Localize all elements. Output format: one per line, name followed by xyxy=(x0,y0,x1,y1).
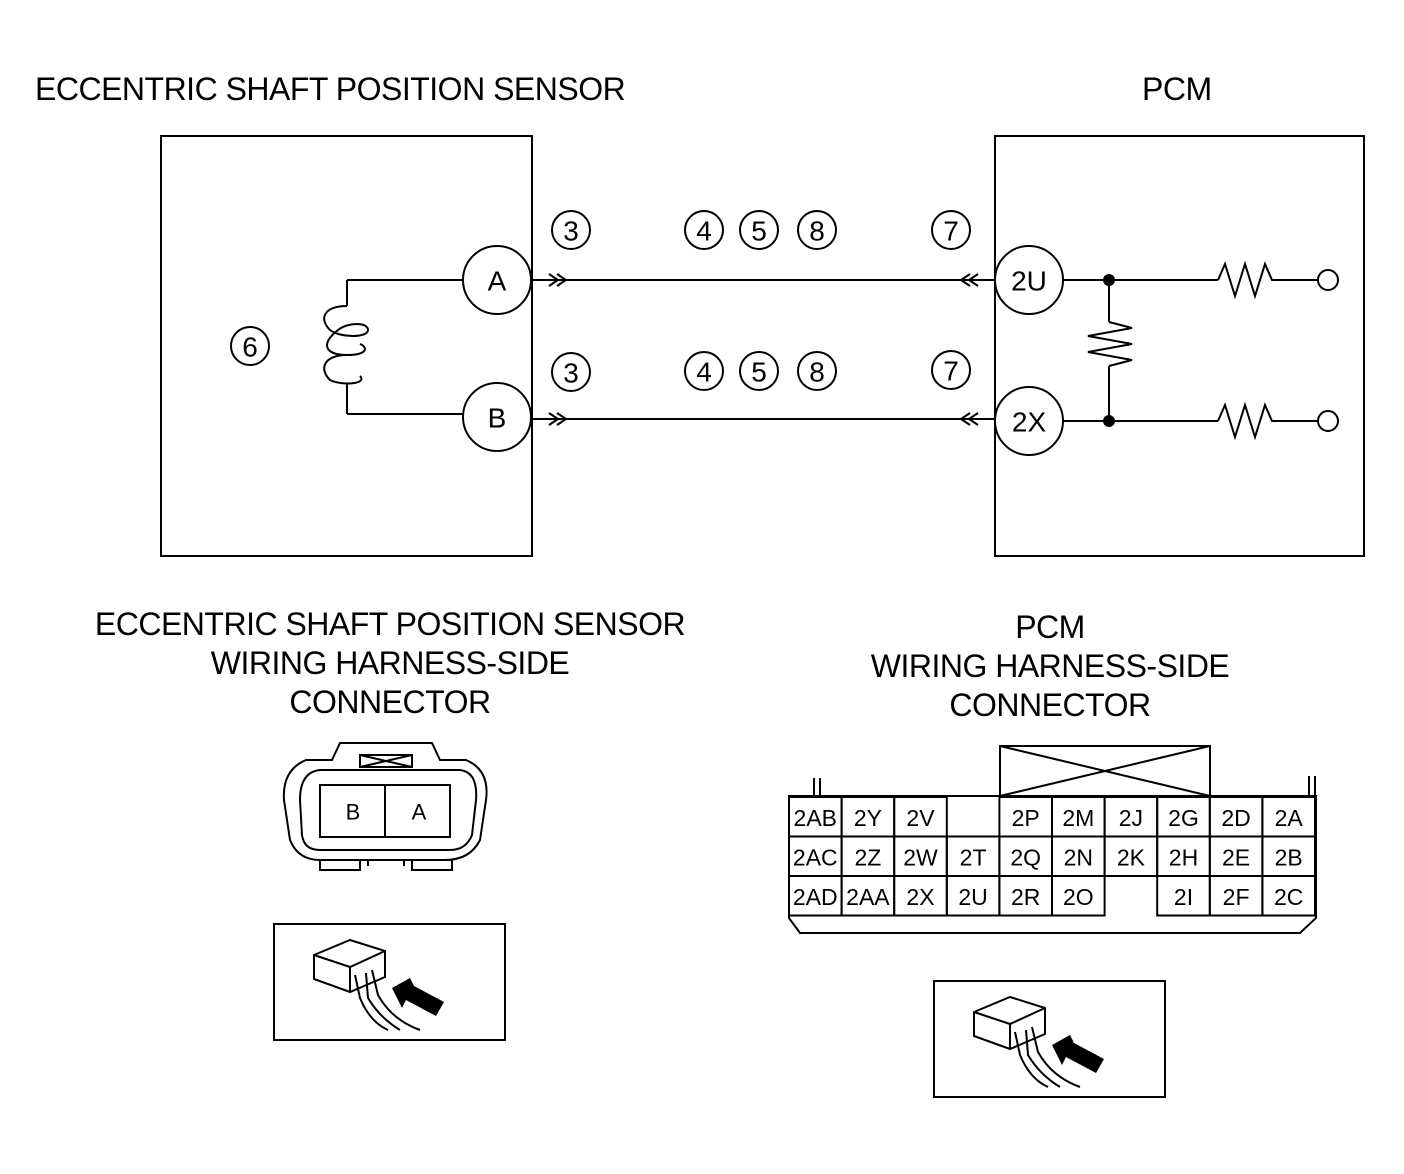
pcm-terminal-label: 2E xyxy=(1222,844,1250,870)
pcm-terminal-label: 2U xyxy=(958,884,987,910)
pcm-terminal-label: 2W xyxy=(903,844,938,870)
pcm-terminal-label: 2V xyxy=(906,805,935,831)
pcm-terminal-label: 2A xyxy=(1275,805,1304,831)
sensor-side-connector-chevrons xyxy=(548,273,568,426)
pcm-box xyxy=(994,135,1365,557)
pcm-connector-title-line2: WIRING HARNESS-SIDE xyxy=(870,648,1230,684)
ref-label: 8 xyxy=(809,216,825,247)
ref-label: 6 xyxy=(242,332,258,363)
junction-dot-bottom xyxy=(1103,415,1115,427)
pcm-terminal-label: 2Y xyxy=(854,805,882,831)
pcm-terminal-label: 2R xyxy=(1011,884,1040,910)
pcm-terminal-label: 2B xyxy=(1275,844,1303,870)
ref-label: 4 xyxy=(696,357,712,388)
pcm-terminal-label: 2AA xyxy=(846,884,890,910)
junction-dot-top xyxy=(1103,274,1115,286)
pcm-terminal-label: 2K xyxy=(1117,844,1146,870)
sensor-connector-terminal-b: B xyxy=(346,800,361,825)
pcm-pin-2u-label: 2U xyxy=(1011,266,1047,297)
pcm-terminal-label: 2F xyxy=(1223,884,1250,910)
pcm-terminal-label: 2AD xyxy=(793,884,838,910)
pcm-pin-2x-label: 2X xyxy=(1012,407,1047,438)
pcm-terminal-label: 2AC xyxy=(793,844,838,870)
ref-label: 7 xyxy=(943,216,959,247)
sensor-pin-a xyxy=(462,245,532,315)
sensor-pin-b xyxy=(462,382,532,452)
pcm-terminal-label: 2I xyxy=(1174,884,1193,910)
pcm-terminal-label: 2H xyxy=(1169,844,1198,870)
ref-label: 8 xyxy=(809,357,825,388)
pcm-terminal-label: 2D xyxy=(1221,805,1250,831)
ref-label: 5 xyxy=(751,357,767,388)
sensor-pin-b-label: B xyxy=(488,403,507,434)
sensor-title: ECCENTRIC SHAFT POSITION SENSOR xyxy=(35,71,626,107)
coil-icon xyxy=(323,279,462,415)
connector-view-icon xyxy=(273,923,506,1041)
pcm-title: PCM xyxy=(1142,71,1212,107)
pcm-connector-title-line1: PCM xyxy=(1015,609,1085,645)
pcm-connector-title-line3: CONNECTOR xyxy=(949,687,1151,723)
sensor-box xyxy=(160,135,533,557)
sensor-connector-title-line2: WIRING HARNESS-SIDE xyxy=(210,645,570,681)
view-direction-arrow-icon xyxy=(392,978,444,1016)
ref-label: 7 xyxy=(943,356,959,387)
pcm-terminal-cell xyxy=(1051,875,1106,917)
pcm-terminal-label: 2AB xyxy=(794,805,837,831)
pcm-internal-circuit xyxy=(1063,260,1339,441)
connector-view-icon xyxy=(933,980,1166,1098)
reference-circles xyxy=(230,210,971,392)
pcm-terminal-cell xyxy=(1261,875,1317,917)
ref-label: 3 xyxy=(563,216,579,247)
pcm-terminal-label: 2C xyxy=(1274,884,1303,910)
pcm-connector-terminal-grid: 2AB 2Y 2V 2P 2M 2J 2G 2D 2A 2AC 2Z 2W 2T 2Q 2N 2K 2H 2E 2B… xyxy=(788,796,1317,917)
sensor-connector-drawing xyxy=(282,742,488,871)
pcm-terminal-label: 2Z xyxy=(854,844,881,870)
sensor-connector-title-line3: CONNECTOR xyxy=(289,684,491,720)
pcm-terminal-label: 2P xyxy=(1012,805,1040,831)
pcm-terminal-label: 2J xyxy=(1119,805,1143,831)
sensor-connector-title-line1: ECCENTRIC SHAFT POSITION SENSOR xyxy=(94,606,686,642)
sensor-pin-a-label: A xyxy=(488,266,507,297)
sensor-connector-terminal-a: A xyxy=(412,800,427,825)
pcm-terminal-label: 2G xyxy=(1168,805,1199,831)
pcm-terminal-label: 2M xyxy=(1062,805,1094,831)
pcm-terminal-label: 2T xyxy=(960,844,987,870)
pcm-terminal-label: 2N xyxy=(1064,844,1093,870)
ref-label: 5 xyxy=(751,216,767,247)
pcm-side-connector-chevrons xyxy=(959,273,979,426)
pcm-terminal-label: 2Q xyxy=(1010,844,1041,870)
ref-label: 3 xyxy=(563,358,579,389)
view-direction-arrow-icon xyxy=(1052,1035,1104,1073)
ref-label: 4 xyxy=(696,216,712,247)
pcm-terminal-label: 2O xyxy=(1063,884,1094,910)
pcm-terminal-label: 2X xyxy=(906,884,934,910)
